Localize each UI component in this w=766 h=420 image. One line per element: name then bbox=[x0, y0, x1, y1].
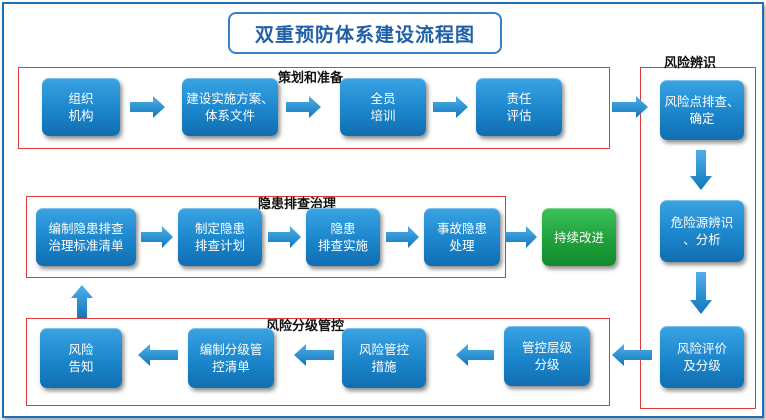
title-box: 双重预防体系建设流程图 bbox=[228, 12, 502, 54]
arrow-left-2 bbox=[456, 344, 494, 366]
group-label-control: 风险分级管控 bbox=[266, 319, 345, 334]
group-label-identification: 风险辨识 bbox=[664, 56, 717, 71]
arrow-left-4 bbox=[138, 344, 178, 366]
node-risk-points-label: 风险点排查、 确定 bbox=[664, 94, 740, 126]
node-grading-list: 编制分级管 控清单 bbox=[188, 328, 274, 388]
arrow-down-1 bbox=[690, 150, 712, 190]
node-training-label: 全员 培训 bbox=[370, 91, 396, 123]
group-planning bbox=[18, 67, 610, 149]
group-label-planning: 策划和准备 bbox=[278, 71, 344, 86]
node-hazard-plan: 制定隐患 排查计划 bbox=[178, 208, 262, 266]
node-risk-points: 风险点排查、 确定 bbox=[660, 80, 744, 140]
arrow-right-5 bbox=[141, 226, 173, 248]
node-risk-assess-label: 风险评价 及分级 bbox=[676, 341, 727, 373]
node-control-measures: 风险管控 措施 bbox=[342, 328, 426, 388]
arrow-right-6 bbox=[268, 226, 301, 248]
node-improve: 持续改进 bbox=[542, 208, 616, 266]
arrow-left-3 bbox=[294, 344, 334, 366]
node-plan-docs: 建设实施方案、 体系文件 bbox=[182, 78, 278, 136]
node-control-level: 管控层级 分级 bbox=[504, 326, 590, 386]
arrow-right-3 bbox=[433, 96, 468, 118]
node-risk-notice-label: 风险 告知 bbox=[68, 342, 94, 374]
node-accident-handle-label: 事故隐患 处理 bbox=[436, 221, 487, 253]
node-control-measures-label: 风险管控 措施 bbox=[358, 342, 409, 374]
node-organization: 组织 机构 bbox=[42, 78, 120, 136]
node-grading-list-label: 编制分级管 控清单 bbox=[199, 342, 263, 374]
group-identification bbox=[640, 67, 756, 409]
group-control bbox=[26, 318, 610, 406]
node-hazard-identify: 危险源辨识 、分析 bbox=[660, 200, 744, 262]
node-hazard-implement-label: 隐患 排查实施 bbox=[317, 221, 368, 253]
arrow-right-7 bbox=[386, 226, 419, 248]
node-hazard-plan-label: 制定隐患 排查计划 bbox=[194, 221, 245, 253]
node-hazard-standard-label: 编制隐患排查 治理标准清单 bbox=[48, 221, 124, 253]
node-accident-handle: 事故隐患 处理 bbox=[424, 208, 500, 266]
arrow-right-4 bbox=[612, 96, 648, 118]
node-responsibility: 责任 评估 bbox=[476, 78, 562, 136]
node-improve-label: 持续改进 bbox=[553, 229, 604, 245]
node-control-level-label: 管控层级 分级 bbox=[521, 340, 572, 372]
node-organization-label: 组织 机构 bbox=[68, 91, 94, 123]
node-hazard-implement: 隐患 排查实施 bbox=[306, 208, 380, 266]
node-hazard-identify-label: 危险源辨识 、分析 bbox=[670, 215, 734, 247]
node-hazard-standard: 编制隐患排查 治理标准清单 bbox=[36, 208, 136, 266]
arrow-left-1 bbox=[612, 344, 652, 366]
node-plan-docs-label: 建设实施方案、 体系文件 bbox=[186, 91, 274, 123]
node-training: 全员 培训 bbox=[340, 78, 426, 136]
node-responsibility-label: 责任 评估 bbox=[506, 91, 532, 123]
diagram-title: 双重预防体系建设流程图 bbox=[254, 23, 475, 46]
arrow-right-1 bbox=[130, 96, 165, 118]
arrow-right-2 bbox=[286, 96, 321, 118]
arrow-up bbox=[71, 285, 93, 318]
arrow-down-2 bbox=[690, 272, 712, 314]
node-risk-notice: 风险 告知 bbox=[40, 328, 122, 388]
arrow-right-8 bbox=[505, 226, 537, 248]
node-risk-assess: 风险评价 及分级 bbox=[660, 326, 744, 388]
